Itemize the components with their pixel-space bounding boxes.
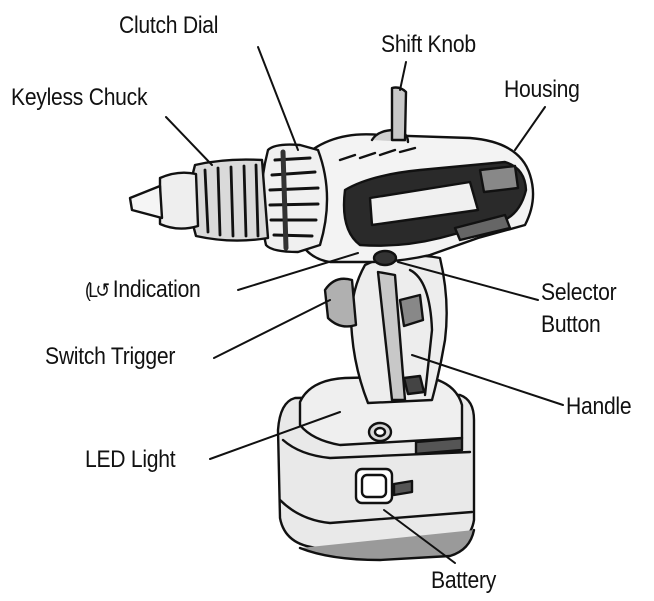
motor-housing [296, 86, 535, 267]
lock-rotation-icon: (L↺ [85, 280, 110, 302]
label-indication: (L↺Indication [85, 276, 201, 305]
drill-handle [350, 254, 448, 405]
label-indication-text: Indication [112, 276, 201, 303]
label-shift-knob: Shift Knob [381, 31, 476, 58]
label-clutch-dial: Clutch Dial [119, 12, 219, 39]
label-battery: Battery [431, 567, 497, 594]
label-selector-line2: Button [541, 311, 601, 338]
clutch-collar [259, 143, 329, 254]
label-handle: Handle [566, 393, 632, 420]
leader-lines [165, 46, 564, 564]
label-housing: Housing [504, 76, 580, 103]
label-keyless-chuck: Keyless Chuck [11, 84, 148, 111]
trigger-shape [323, 277, 358, 328]
label-selector-line1: Selector [541, 279, 617, 306]
label-led-light: LED Light [85, 446, 176, 473]
label-switch-trigger: Switch Trigger [45, 343, 176, 370]
keyless-chuck-shape [128, 158, 270, 242]
